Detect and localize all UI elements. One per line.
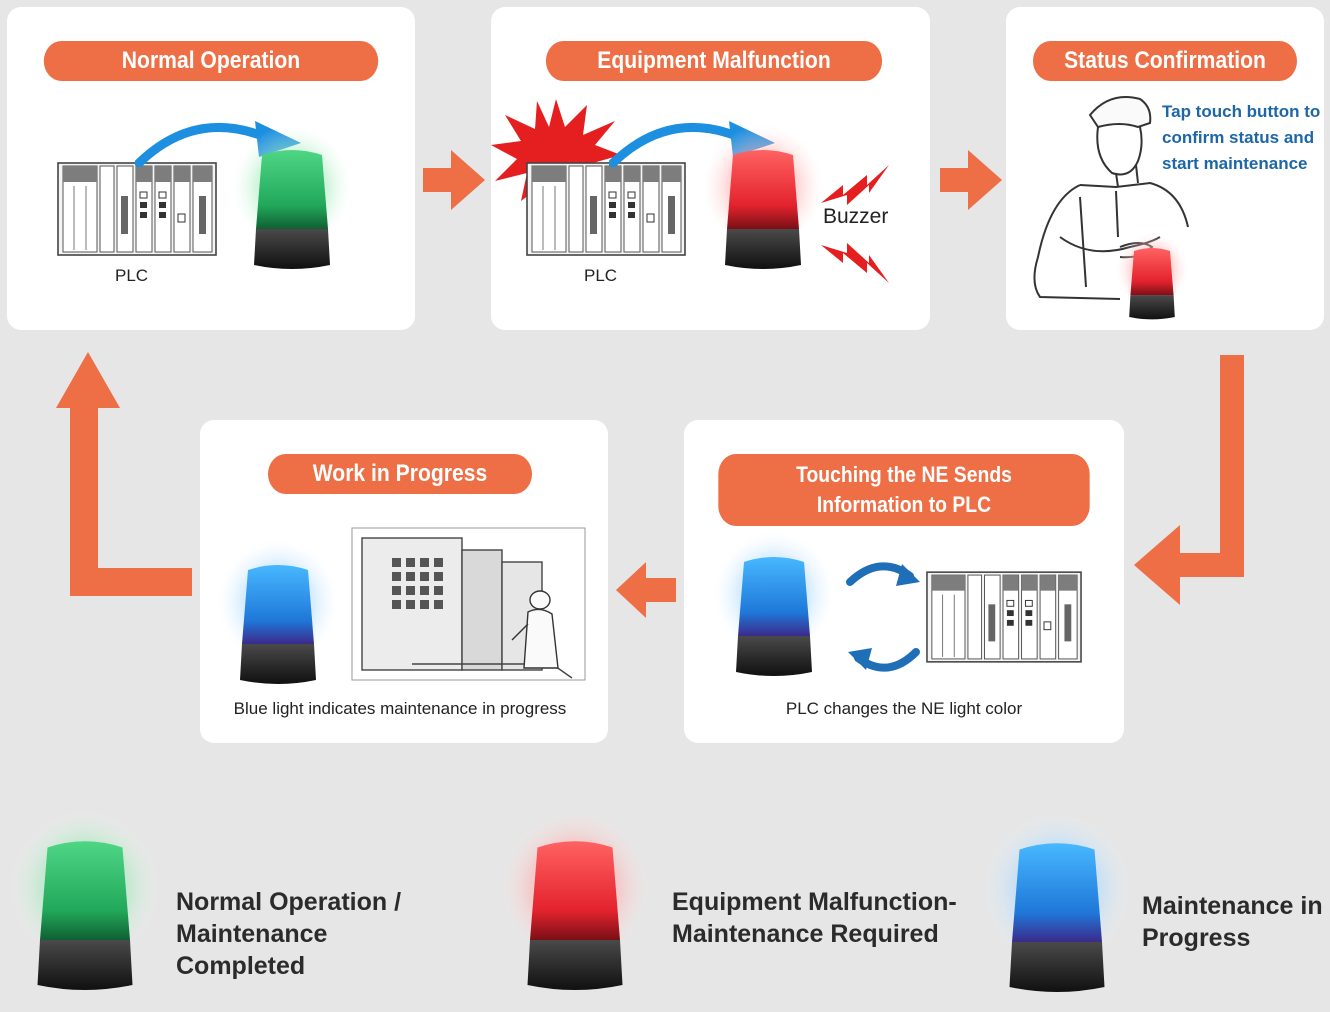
flow-arrow-up-left-icon [56,352,192,596]
step-title: Normal Operation [43,41,379,81]
machine-maintenance-icon [351,527,586,681]
plc-icon [57,162,217,256]
buzzer-sound-icon [821,165,889,283]
red-light-icon [500,810,650,1010]
step-caption: PLC changes the NE light color [785,699,1023,718]
plc-label: PLC [115,266,149,285]
legend-item-green: Normal Operation / Maintenance Completed [0,810,460,992]
legend-text: Normal Operation / Maintenance Completed [176,888,402,980]
legend-text: Maintenance in Progress [1142,892,1323,952]
flow-arrow-down-left-icon [1134,355,1244,605]
flow-arrow-right-icon [423,150,485,210]
buzzer-label: Buzzer [823,205,889,228]
legend-item-red: Equipment Malfunction- Maintenance Requi… [500,810,960,992]
plc-icon [526,162,686,256]
step-card-status-confirmation: Status Confirmation Tap touch button to … [1006,7,1324,330]
blue-light-icon [982,812,1132,1012]
step-title: Touching the NE Sends Information to PLC [718,454,1090,526]
blue-light-icon [218,540,338,700]
step-card-equipment-malfunction: Equipment Malfunction PLC Buzzer [491,7,930,330]
step-title: Work in Progress [268,454,532,494]
step-card-normal-operation: Normal Operation PLC [7,7,415,330]
green-light-icon [10,810,160,1010]
flow-arrow-right-icon [940,150,1002,210]
blue-light-icon [714,532,834,692]
step-card-touching-ne: Touching the NE Sends Information to PLC… [684,420,1124,743]
plc-icon [926,570,1082,664]
green-light-icon [232,125,352,285]
step-title: Equipment Malfunction [545,41,883,81]
instruction-note: Tap touch button to confirm status and s… [1162,102,1321,173]
step-card-work-in-progress: Work in Progress Blue light indicates ma… [200,420,608,743]
sync-arrows-icon [846,562,920,672]
step-title: Status Confirmation [1033,41,1297,81]
legend-item-blue: Maintenance in Progress [982,812,1330,992]
plc-label: PLC [584,266,618,285]
red-light-icon [703,125,823,285]
alarm-burst-icon [491,99,621,209]
red-light-small-icon [1116,233,1188,329]
flow-arrow-left-icon [616,562,676,618]
step-caption: Blue light indicates maintenance in prog… [233,699,567,718]
legend-text: Equipment Malfunction- Maintenance Requi… [672,888,957,948]
